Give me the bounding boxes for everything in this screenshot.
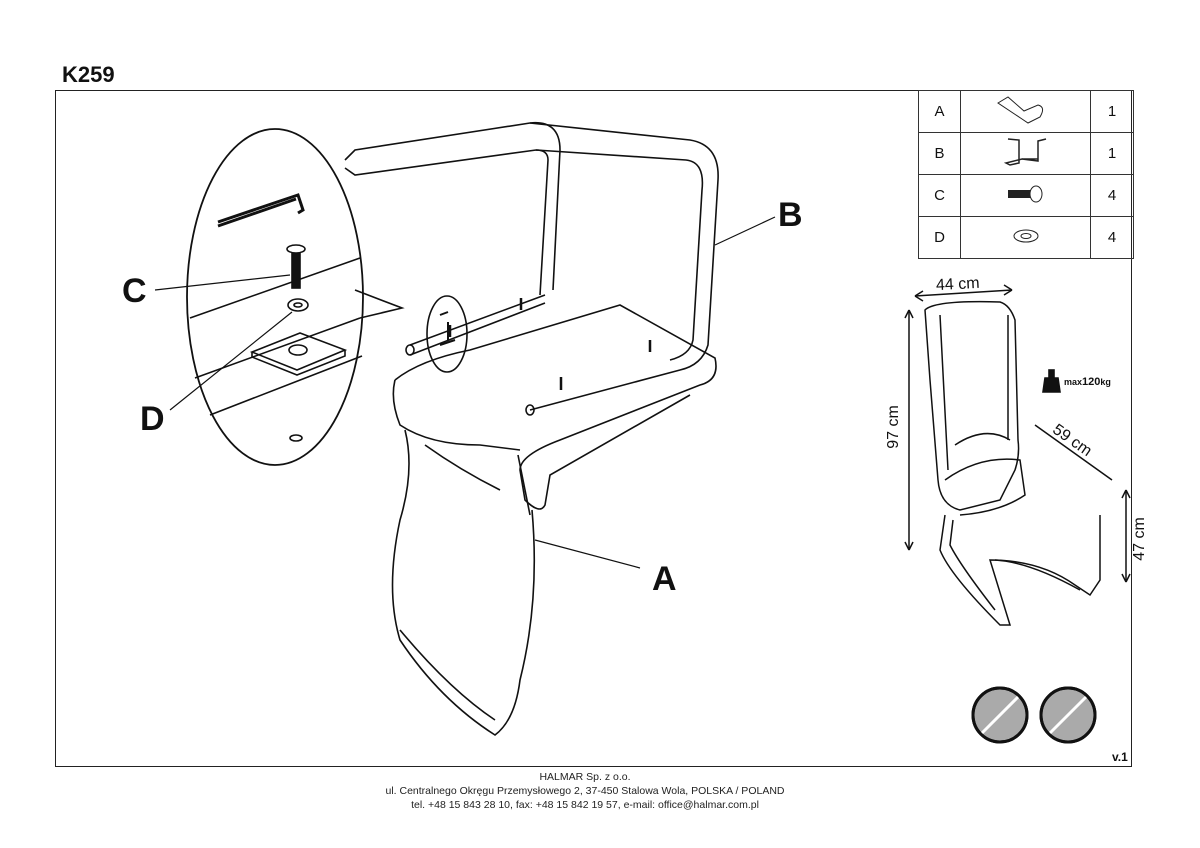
- weight-icon: [1042, 369, 1061, 393]
- callout-b: B: [778, 196, 803, 234]
- no-standing-on-chair-icon: [971, 686, 1029, 744]
- part-letter: C: [918, 174, 961, 217]
- max-load-label: max120kg: [1064, 376, 1111, 388]
- instruction-frame: [55, 90, 1132, 767]
- part-qty: 1: [1090, 90, 1134, 133]
- callout-a: A: [652, 560, 677, 598]
- part-letter: A: [918, 90, 961, 133]
- dimension-width: 44 cm: [935, 274, 980, 295]
- seat-shell-a: [391, 304, 717, 736]
- footer: HALMAR Sp. z o.o. ul. Centralnego Okręgu…: [0, 770, 1170, 812]
- dimension-seat-height: 47 cm: [1130, 517, 1148, 561]
- footer-company: HALMAR Sp. z o.o.: [539, 771, 631, 783]
- seat-shell-icon: [996, 95, 1043, 124]
- footer-address: ul. Centralnego Okręgu Przemysłowego 2, …: [385, 785, 785, 797]
- callout-d: D: [140, 400, 165, 438]
- dimension-chair-drawing: [904, 284, 1131, 626]
- part-letter: D: [918, 216, 961, 259]
- page-title: K259: [62, 62, 115, 87]
- washer-icon: [1013, 229, 1038, 242]
- part-qty: 4: [1090, 174, 1134, 217]
- part-letter: B: [918, 132, 961, 175]
- cantilever-frame-icon: [1003, 137, 1046, 166]
- callout-c: C: [122, 272, 147, 310]
- no-climbing-icon: [1039, 686, 1097, 744]
- detail-magnifier: [186, 128, 405, 466]
- part-qty: 1: [1090, 132, 1134, 175]
- part-qty: 4: [1090, 216, 1134, 259]
- bolt-icon: [1007, 185, 1042, 202]
- version-label: v.1: [1112, 750, 1128, 764]
- chair-frame-b: [344, 121, 719, 416]
- allen-key-icon: [217, 193, 305, 228]
- footer-contact: tel. +48 15 843 28 10, fax: +48 15 842 1…: [411, 799, 759, 811]
- dimension-height: 97 cm: [884, 405, 902, 449]
